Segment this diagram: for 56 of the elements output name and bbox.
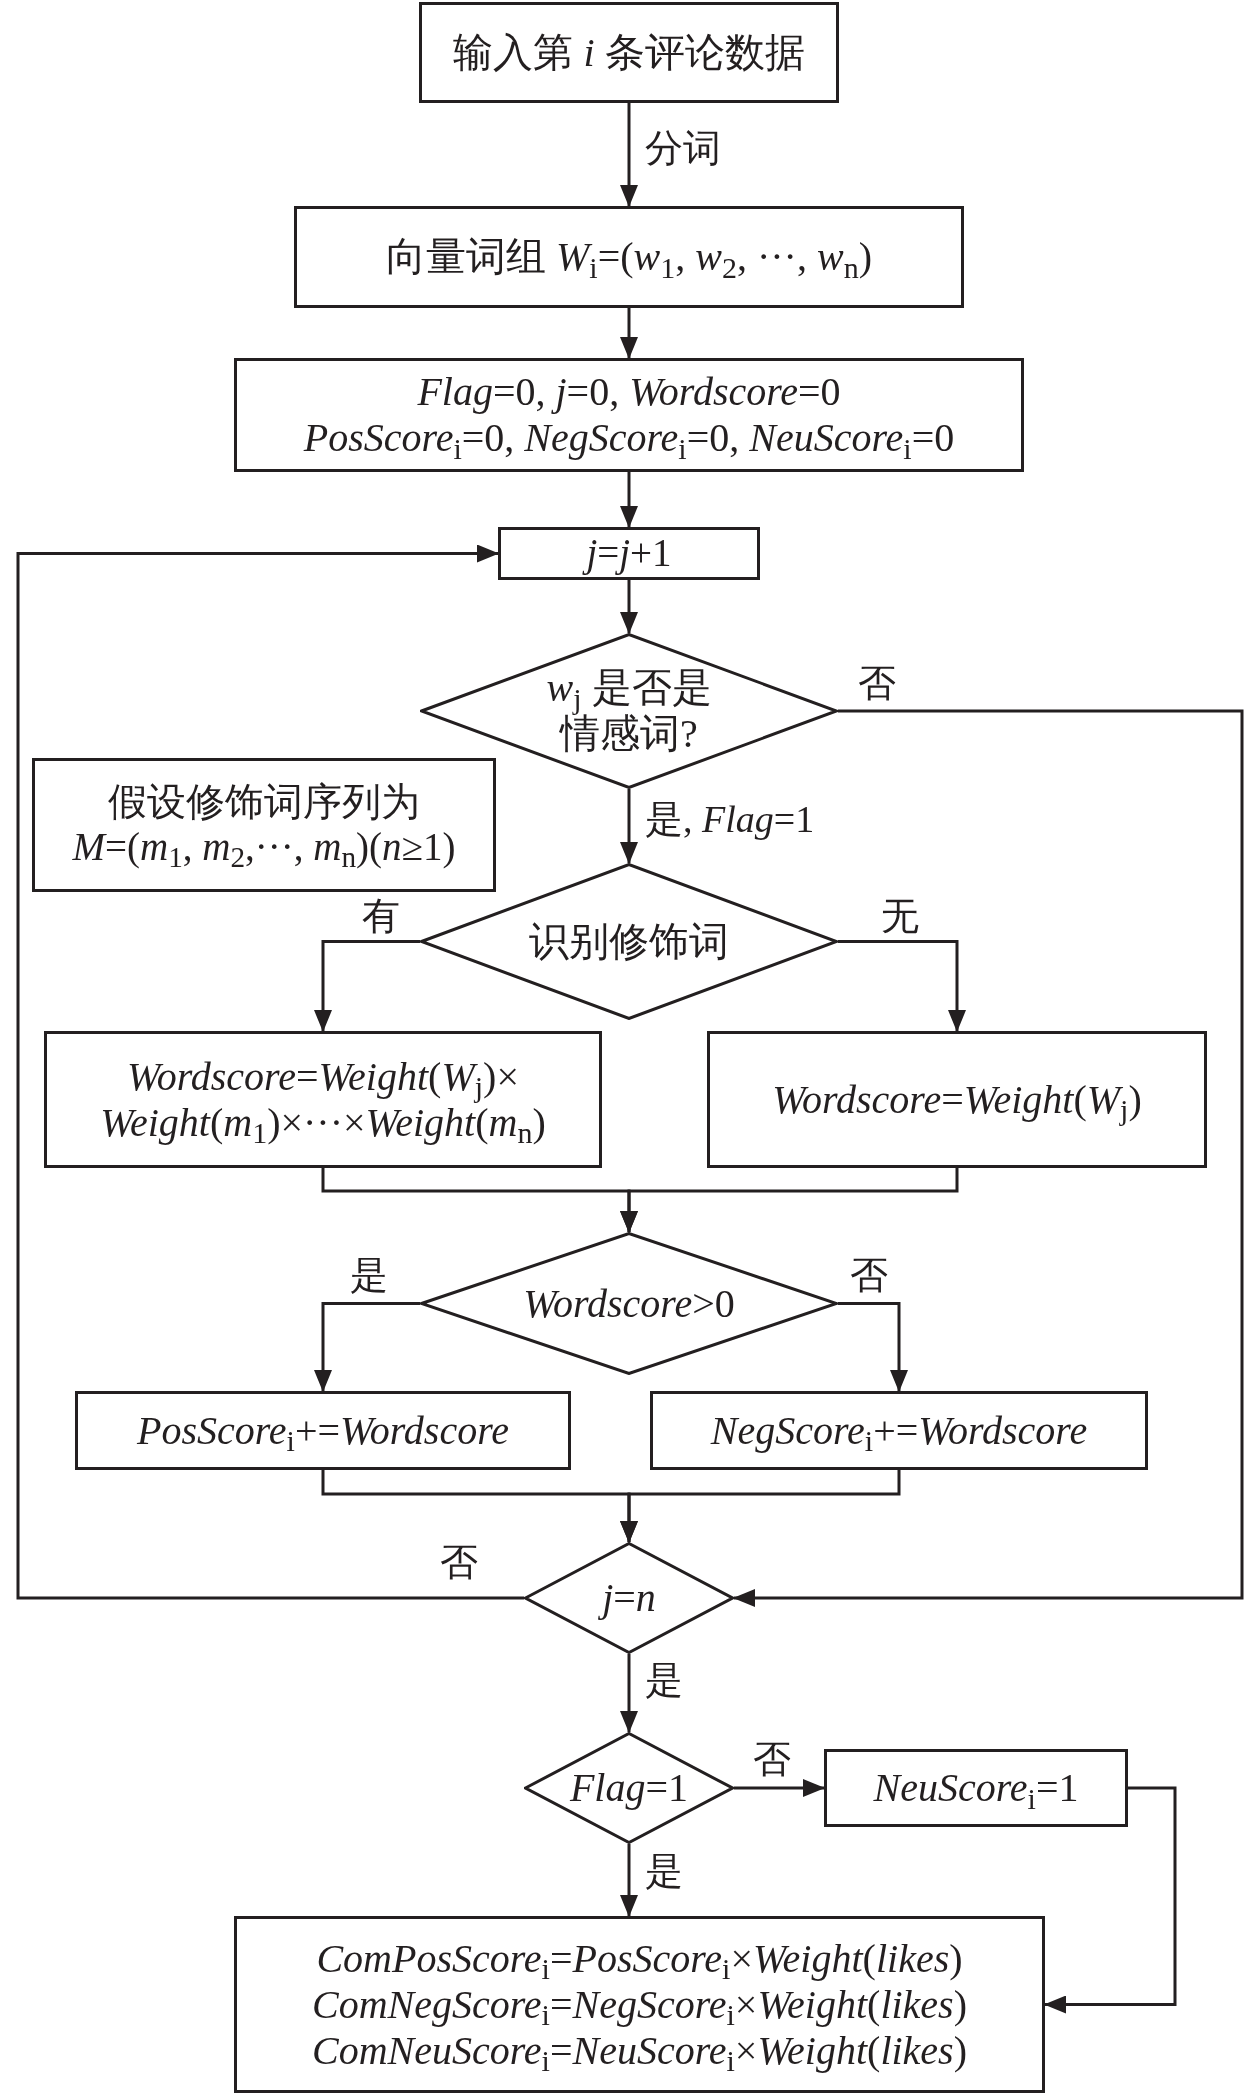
- edge-label: 否: [440, 1543, 478, 1581]
- flow-arrow: [620, 789, 638, 864]
- flow-arrow: [314, 1302, 420, 1392]
- process-box: [824, 1749, 1128, 1827]
- condition-text: 识别修饰词: [529, 918, 729, 965]
- process-box: [419, 2, 839, 103]
- note-text: M=(m$_{1}$, m$_{2}$,···, m$_{n}$)(n≥1): [72, 825, 456, 870]
- edge-label: 有: [362, 897, 400, 935]
- formula-text: PosScore$_{i}$+=Wordscore: [137, 1407, 509, 1454]
- formula-text: PosScore$_{i}$=0, NegScore$_{i}$=0, NeuScore$_{i}$=0: [303, 415, 955, 461]
- edge-label: 无: [881, 897, 919, 935]
- condition-text: Wordscore>0: [523, 1280, 735, 1327]
- flow-arrow: [620, 1844, 638, 1917]
- flow-arrow: [620, 1470, 901, 1543]
- edge-label: 分词: [645, 129, 721, 167]
- edge-label: 是: [350, 1256, 388, 1294]
- process-box: [44, 1031, 602, 1168]
- step-text: 向量词组 W$_{i}$=(w$_{1}$, w$_{2}$, ···, w$_{n}$): [386, 234, 872, 280]
- flow-arrow: [620, 1654, 638, 1733]
- edge-label: 否: [858, 664, 896, 702]
- condition-text: w$_{j}$ 是否是情感词?: [545, 665, 713, 757]
- formula-text: NegScore$_{i}$+=Wordscore: [710, 1407, 1088, 1454]
- edge-label: 是: [645, 1661, 683, 1699]
- flow-arrow: [733, 709, 1244, 1607]
- step-text: 输入第 i 条评论数据: [453, 29, 805, 76]
- flow-arrow: [620, 308, 638, 359]
- edge-label: 否: [753, 1740, 791, 1778]
- note-box: [32, 758, 496, 892]
- note-text: 假设修饰词序列为: [108, 780, 420, 825]
- flow-arrow: [734, 1779, 825, 1797]
- flow-arrow: [1044, 1786, 1177, 2014]
- flow-arrow: [16, 544, 524, 1600]
- edge-label: 是: [645, 1852, 683, 1890]
- flow-arrow: [620, 580, 638, 634]
- process-box: [294, 206, 964, 308]
- process-box: [498, 527, 760, 580]
- process-box: [707, 1031, 1207, 1168]
- flow-arrow: [314, 940, 420, 1032]
- flow-arrow: [838, 940, 966, 1032]
- process-box: [234, 1916, 1045, 2093]
- condition-text: Flag=1: [569, 1765, 689, 1811]
- process-box: [650, 1391, 1148, 1470]
- edge-label: 否: [850, 1256, 888, 1294]
- formula-text: ComNegScore$_{i}$=NegScore$_{i}$×Weight(likes): [311, 1981, 967, 2028]
- flow-arrow: [620, 1168, 959, 1233]
- formula-text: Flag=0, j=0, Wordscore=0: [417, 369, 841, 415]
- formula-text: NeuScore$_{i}$=1: [873, 1765, 1079, 1811]
- process-box: [234, 358, 1024, 472]
- formula-text: ComNeuScore$_{i}$=NeuScore$_{i}$×Weight(likes): [311, 2027, 967, 2074]
- formula-text: Wordscore=Weight(W$_{j}$)× Weight(m$_{1}$)×···×Weight(m$_{n}$): [99, 1053, 547, 1146]
- edge-label: 是, Flag=1: [645, 800, 815, 838]
- formula-text: ComPosScore$_{i}$=PosScore$_{i}$×Weight(likes): [316, 1935, 963, 1982]
- flow-arrow: [620, 103, 638, 207]
- flow-arrow: [620, 472, 638, 528]
- process-box: [75, 1391, 571, 1470]
- flow-arrow: [838, 1302, 908, 1392]
